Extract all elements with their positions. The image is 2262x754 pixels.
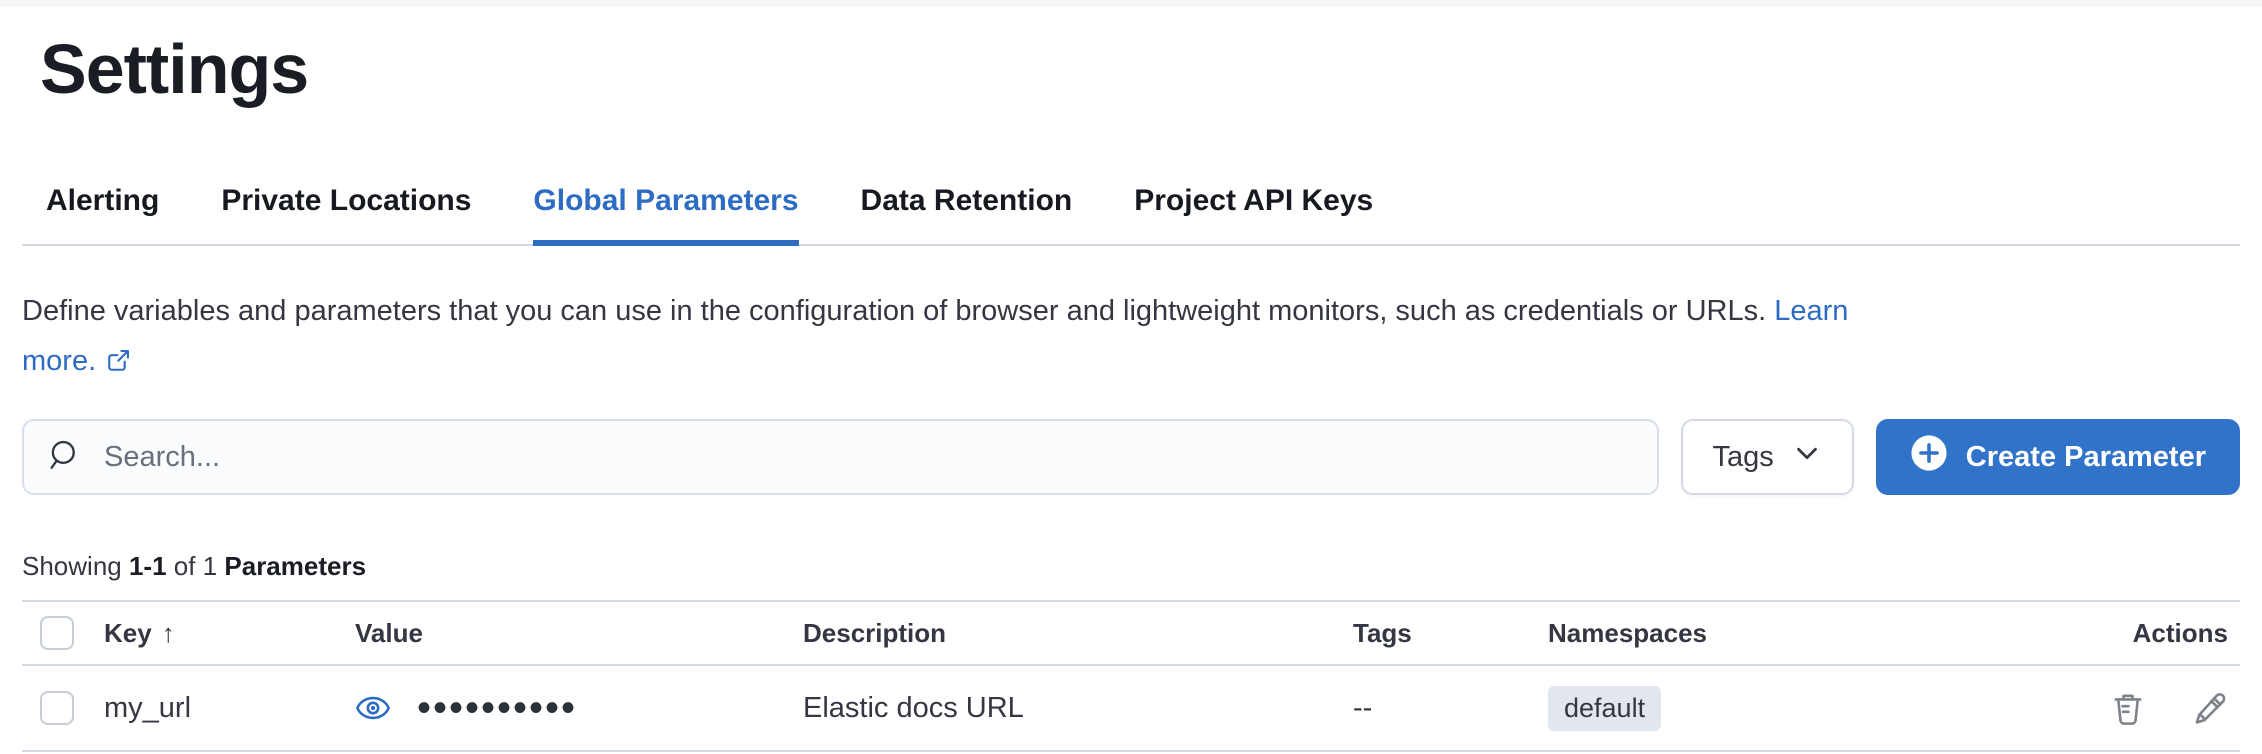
- sort-ascending-icon: ↑: [161, 617, 175, 648]
- header-tags: Tags: [1353, 617, 1412, 648]
- cell-value: ••••••••••: [355, 688, 803, 728]
- external-link-icon: [106, 339, 132, 389]
- cell-key: my_url: [104, 692, 355, 725]
- header-value: Value: [355, 617, 423, 648]
- trash-icon: [2110, 694, 2146, 729]
- delete-parameter-button[interactable]: [2110, 690, 2146, 726]
- header-actions: Actions: [2132, 617, 2228, 648]
- settings-page: Settings Alerting Private Locations Glob…: [0, 32, 2262, 752]
- search-input[interactable]: [102, 439, 1633, 475]
- parameter-key: my_url: [104, 691, 192, 724]
- namespace-badge: default: [1548, 685, 1662, 731]
- header-key[interactable]: Key ↑: [104, 617, 175, 648]
- pencil-icon: [2192, 693, 2228, 729]
- tab-global-parameters[interactable]: Global Parameters: [533, 184, 799, 246]
- parameters-table: Key ↑ Value Description Tags Namespaces …: [22, 600, 2240, 752]
- create-parameter-button[interactable]: Create Parameter: [1875, 419, 2240, 495]
- chevron-down-icon: [1792, 438, 1822, 476]
- tab-data-retention[interactable]: Data Retention: [860, 184, 1073, 217]
- page-description: Define variables and parameters that you…: [22, 286, 2240, 389]
- tags-filter-label: Tags: [1712, 440, 1774, 473]
- create-parameter-label: Create Parameter: [1965, 440, 2206, 473]
- settings-tabs: Alerting Private Locations Global Parame…: [22, 184, 2240, 246]
- header-namespaces: Namespaces: [1548, 617, 1707, 648]
- page-title: Settings: [40, 30, 309, 108]
- header-description: Description: [803, 617, 947, 648]
- tab-project-api-keys[interactable]: Project API Keys: [1134, 184, 1374, 217]
- eye-icon: [355, 696, 391, 729]
- parameters-toolbar: Tags Create Parameter: [22, 419, 2240, 495]
- results-summary: Showing 1-1 of 1 Parameters: [22, 551, 367, 581]
- tab-private-locations[interactable]: Private Locations: [221, 184, 472, 217]
- cell-tags: --: [1353, 691, 1373, 724]
- row-select-cell: [22, 691, 104, 725]
- tags-filter-button[interactable]: Tags: [1680, 419, 1854, 495]
- masked-value: ••••••••••: [417, 686, 578, 730]
- edit-parameter-button[interactable]: [2192, 690, 2228, 726]
- window-top-strip: [0, 0, 2262, 6]
- cell-namespaces: default: [1548, 685, 1978, 731]
- table-header-row: Key ↑ Value Description Tags Namespaces …: [22, 600, 2240, 666]
- row-checkbox[interactable]: [40, 691, 74, 725]
- cell-actions: [1978, 690, 2240, 726]
- summary-range: 1-1: [128, 551, 167, 581]
- description-text: Define variables and parameters that you…: [22, 295, 1767, 327]
- select-all-checkbox[interactable]: [40, 616, 74, 650]
- tab-alerting[interactable]: Alerting: [46, 184, 160, 217]
- search-box[interactable]: [22, 419, 1659, 495]
- header-select-all-cell: [22, 616, 104, 650]
- table-row: my_url •••••••••• Elastic docs URL -- de…: [22, 666, 2240, 752]
- cell-description: Elastic docs URL: [803, 691, 1024, 724]
- summary-entity: Parameters: [224, 551, 367, 581]
- reveal-value-button[interactable]: [355, 690, 391, 726]
- search-icon: [48, 438, 82, 477]
- plus-in-circle-icon: [1910, 434, 1948, 480]
